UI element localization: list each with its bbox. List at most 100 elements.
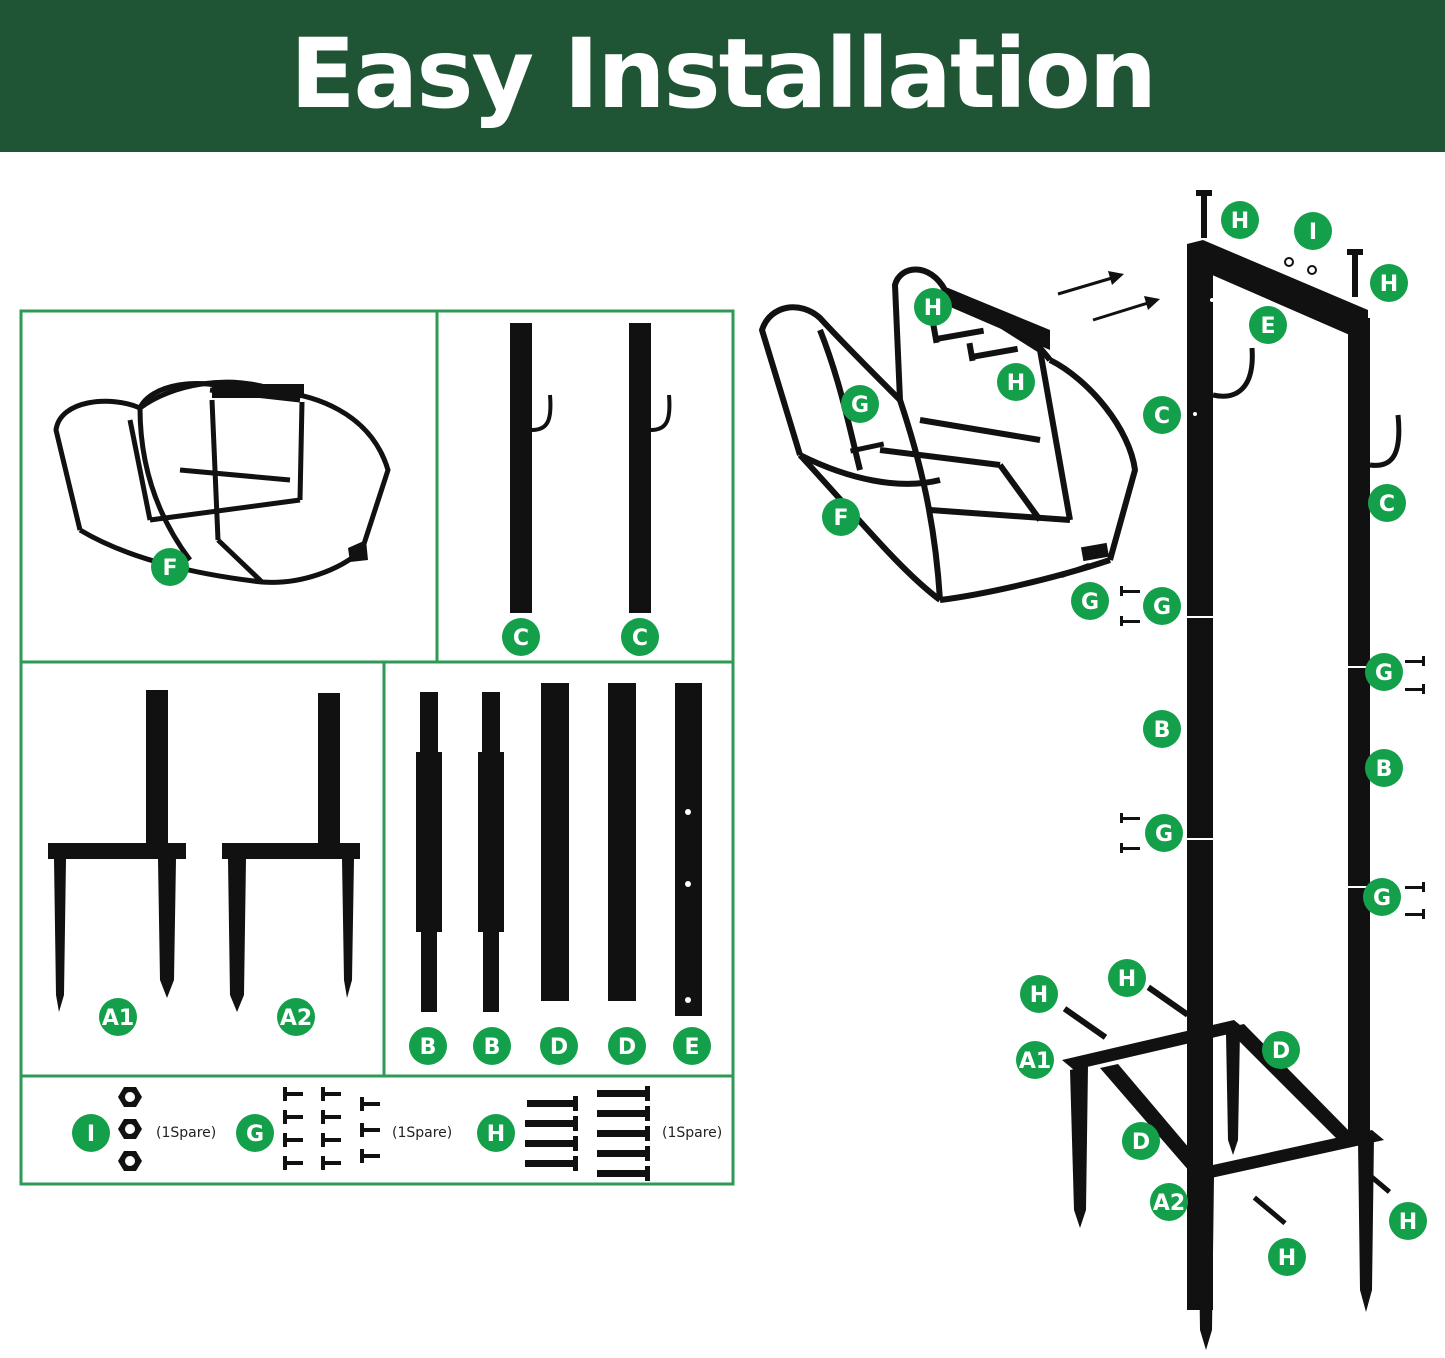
asm-label-d-back: D bbox=[1262, 1031, 1300, 1069]
label-a1: A1 bbox=[99, 998, 137, 1036]
label-h: H bbox=[477, 1114, 515, 1152]
svg-text:C: C bbox=[1154, 404, 1170, 429]
bolt-hardware bbox=[525, 1086, 650, 1181]
stake-part bbox=[48, 690, 360, 1012]
svg-text:I: I bbox=[1309, 220, 1317, 245]
asm-label-h-base-bottom: H bbox=[1268, 1238, 1306, 1276]
nut-hardware bbox=[118, 1087, 142, 1171]
tube-parts bbox=[416, 683, 702, 1016]
svg-text:H: H bbox=[1030, 983, 1048, 1008]
asm-label-h-holder-lower: H bbox=[997, 363, 1035, 401]
svg-text:A2: A2 bbox=[1153, 1191, 1185, 1216]
label-c-right: C bbox=[621, 618, 659, 656]
svg-text:H: H bbox=[1231, 209, 1249, 234]
asm-label-f: F bbox=[822, 498, 860, 536]
svg-text:B: B bbox=[1376, 757, 1393, 782]
svg-text:H: H bbox=[924, 296, 942, 321]
svg-text:G: G bbox=[1155, 822, 1173, 847]
assembly-base-bolts bbox=[1062, 984, 1392, 1226]
svg-text:D: D bbox=[1132, 1130, 1150, 1155]
svg-text:E: E bbox=[684, 1035, 699, 1060]
spare-note-h: (1Spare) bbox=[662, 1125, 722, 1141]
svg-text:G: G bbox=[1373, 886, 1391, 911]
svg-text:H: H bbox=[487, 1122, 505, 1147]
svg-text:G: G bbox=[246, 1122, 264, 1147]
holder-foot-bracket bbox=[348, 540, 368, 562]
direction-arrows bbox=[1057, 271, 1160, 322]
svg-text:A2: A2 bbox=[280, 1006, 312, 1031]
svg-text:G: G bbox=[1153, 595, 1171, 620]
label-f: F bbox=[151, 548, 189, 586]
assembly-holder-bracket bbox=[948, 288, 1050, 350]
asm-label-h-base-right: H bbox=[1389, 1202, 1427, 1240]
svg-text:C: C bbox=[1379, 492, 1395, 517]
label-b-1: B bbox=[409, 1027, 447, 1065]
asm-label-g-right-lower: G bbox=[1363, 878, 1401, 916]
label-c-left: C bbox=[502, 618, 540, 656]
svg-text:I: I bbox=[87, 1122, 95, 1147]
svg-text:H: H bbox=[1380, 272, 1398, 297]
asm-label-h-holder-upper: H bbox=[914, 288, 952, 326]
svg-text:D: D bbox=[618, 1035, 636, 1060]
label-d-2: D bbox=[608, 1027, 646, 1065]
asm-label-c-left: C bbox=[1143, 396, 1181, 434]
svg-text:G: G bbox=[851, 393, 869, 418]
spare-note-i: (1Spare) bbox=[156, 1125, 216, 1141]
svg-text:B: B bbox=[1154, 718, 1171, 743]
asm-label-g-left-lower: G bbox=[1145, 814, 1183, 852]
page-title: Easy Installation bbox=[289, 18, 1157, 130]
svg-text:B: B bbox=[420, 1035, 437, 1060]
svg-text:G: G bbox=[1081, 590, 1099, 615]
label-d-1: D bbox=[540, 1027, 578, 1065]
assembly-holder-foot bbox=[1080, 542, 1110, 562]
svg-text:C: C bbox=[632, 626, 648, 651]
svg-text:C: C bbox=[513, 626, 529, 651]
assembly-screws bbox=[1120, 586, 1425, 919]
assembly-hooks bbox=[1212, 347, 1402, 468]
asm-label-g-left-upper: G bbox=[1143, 587, 1181, 625]
svg-text:H: H bbox=[1118, 967, 1136, 992]
assembly-hose-holder bbox=[759, 266, 1138, 603]
label-i: I bbox=[72, 1114, 110, 1152]
asm-label-h-base-center: H bbox=[1108, 959, 1146, 997]
asm-label-b-left: B bbox=[1143, 710, 1181, 748]
asm-label-g-right-upper: G bbox=[1365, 653, 1403, 691]
asm-label-a2: A2 bbox=[1150, 1183, 1188, 1221]
holder-bracket bbox=[212, 384, 304, 398]
asm-label-c-right: C bbox=[1368, 484, 1406, 522]
assembly-top-hardware bbox=[1196, 190, 1363, 297]
label-a2: A2 bbox=[277, 998, 315, 1036]
asm-label-g-holder-bottom: G bbox=[1071, 582, 1109, 620]
asm-label-d-front: D bbox=[1122, 1122, 1160, 1160]
asm-label-h-base-left: H bbox=[1020, 975, 1058, 1013]
screw-hardware bbox=[283, 1087, 380, 1170]
asm-label-h-top-right: H bbox=[1370, 264, 1408, 302]
svg-text:H: H bbox=[1007, 371, 1025, 396]
spare-note-g: (1Spare) bbox=[392, 1125, 452, 1141]
assembly-frame bbox=[1062, 240, 1384, 1350]
svg-text:H: H bbox=[1399, 1210, 1417, 1235]
svg-text:E: E bbox=[1260, 314, 1275, 339]
asm-label-b-right: B bbox=[1365, 749, 1403, 787]
label-e: E bbox=[673, 1027, 711, 1065]
label-g: G bbox=[236, 1114, 274, 1152]
svg-text:H: H bbox=[1278, 1246, 1296, 1271]
holder-bolts bbox=[849, 324, 1091, 578]
svg-text:D: D bbox=[550, 1035, 568, 1060]
svg-text:A1: A1 bbox=[102, 1006, 134, 1031]
svg-text:G: G bbox=[1375, 661, 1393, 686]
frame-joint-marks bbox=[1187, 298, 1370, 888]
svg-text:F: F bbox=[162, 556, 177, 581]
svg-text:B: B bbox=[484, 1035, 501, 1060]
asm-label-i: I bbox=[1294, 212, 1332, 250]
hook-post-part bbox=[510, 323, 672, 613]
label-b-2: B bbox=[473, 1027, 511, 1065]
svg-text:D: D bbox=[1272, 1039, 1290, 1064]
asm-label-g-holder: G bbox=[841, 385, 879, 423]
svg-text:A1: A1 bbox=[1019, 1049, 1051, 1074]
parts-panel-frame bbox=[19, 309, 735, 1186]
asm-label-h-top-left: H bbox=[1221, 201, 1259, 239]
svg-text:F: F bbox=[833, 506, 848, 531]
asm-label-e: E bbox=[1249, 306, 1287, 344]
